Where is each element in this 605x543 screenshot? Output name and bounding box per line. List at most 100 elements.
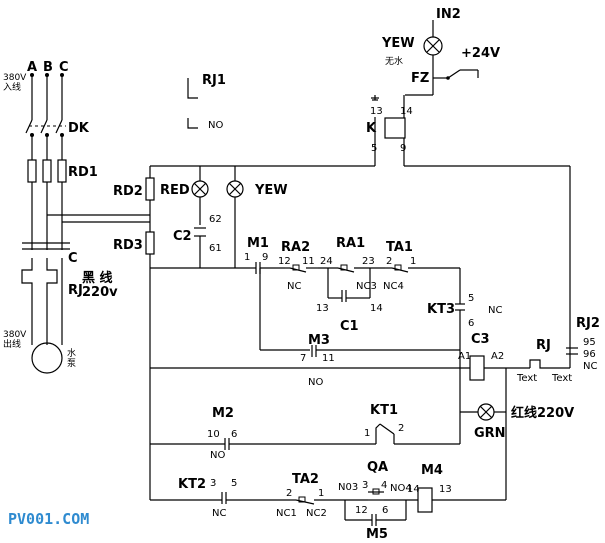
m3-7-label: 7 bbox=[300, 353, 306, 364]
m4-14-label: 14 bbox=[407, 484, 420, 495]
qa-4-label: 4 bbox=[381, 480, 387, 491]
phase-c-label: C bbox=[59, 60, 69, 75]
c3-label: C3 bbox=[471, 332, 490, 347]
rj2-nc-label: NC bbox=[583, 361, 597, 372]
black-wire-label: 黑 线 bbox=[82, 270, 113, 286]
kt1-label: KT1 bbox=[370, 403, 398, 418]
qa-3-label: 3 bbox=[362, 480, 368, 491]
ta1-2-label: 2 bbox=[386, 256, 392, 267]
kt3-5-label: 5 bbox=[468, 293, 474, 304]
rd3-label: RD3 bbox=[113, 238, 143, 253]
phase-b-label: B bbox=[43, 60, 53, 75]
k-label: K bbox=[366, 121, 377, 136]
m1-label: M1 bbox=[247, 236, 269, 251]
m4-13-label: 13 bbox=[439, 484, 452, 495]
ta1-nc4-label: NC4 bbox=[383, 281, 404, 292]
red-wire-label: 红线220V bbox=[511, 405, 574, 421]
c2-61-label: 61 bbox=[209, 243, 222, 254]
ta2-nc1-label: NC1 bbox=[276, 508, 297, 519]
a2-label: A2 bbox=[491, 351, 504, 362]
ta2-2-label: 2 bbox=[286, 488, 292, 499]
kt2-nc-label: NC bbox=[212, 508, 226, 519]
ra2-11-label: 11 bbox=[302, 256, 315, 267]
text1-label: Text bbox=[516, 373, 537, 384]
kt3-6-label: 6 bbox=[468, 318, 474, 329]
ta2-1-label: 1 bbox=[318, 488, 324, 499]
rj-small-label: RJ bbox=[536, 338, 551, 353]
rd2-label: RD2 bbox=[113, 184, 143, 199]
relay-section: RJ1 NO IN2 YEW 无水 +24V FZ 13 14 K 5 9 bbox=[187, 7, 571, 330]
rj2-label: RJ2 bbox=[576, 316, 600, 331]
pump-label: 水泵 bbox=[67, 347, 76, 369]
m2-6-label: 6 bbox=[231, 429, 237, 440]
rj1-label: RJ1 bbox=[202, 73, 226, 88]
fz-label: FZ bbox=[411, 71, 429, 86]
rj2-95-label: 95 bbox=[583, 337, 596, 348]
ra1-24-label: 24 bbox=[320, 256, 333, 267]
kt3-label: KT3 bbox=[427, 302, 455, 317]
c2-label: C2 bbox=[173, 229, 192, 244]
kt2-label: KT2 bbox=[178, 477, 206, 492]
in2-label: IN2 bbox=[436, 7, 461, 22]
m3-no-label: NO bbox=[308, 377, 323, 388]
m5-12-label: 12 bbox=[355, 505, 368, 516]
qa-label: QA bbox=[367, 460, 388, 475]
ta2-nc2-label: NC2 bbox=[306, 508, 327, 519]
ta2-label: TA2 bbox=[292, 472, 319, 487]
ra2-label: RA2 bbox=[281, 240, 310, 255]
c1-13-label: 13 bbox=[316, 303, 329, 314]
ra1-23-label: 23 bbox=[362, 256, 375, 267]
rj-main-label: RJ bbox=[68, 283, 83, 298]
yew-lamp-label: YEW bbox=[254, 183, 288, 198]
control-circuit: RD2 RD3 RED C2 62 61 YEW 黑 线 220v M1 1 9… bbox=[82, 165, 600, 542]
m5-label: M5 bbox=[366, 527, 388, 542]
qa-no3-label: N03 bbox=[338, 482, 358, 493]
rd1-label: RD1 bbox=[68, 165, 98, 180]
v220-label: 220v bbox=[82, 285, 118, 300]
kt2-3-label: 3 bbox=[210, 478, 216, 489]
v24-label: +24V bbox=[461, 46, 500, 61]
m5-6-label: 6 bbox=[382, 505, 388, 516]
rj1-no-label: NO bbox=[208, 120, 223, 131]
k14-label: 14 bbox=[400, 106, 413, 117]
phase-a-label: A bbox=[27, 60, 37, 75]
m2-label: M2 bbox=[212, 406, 234, 421]
grn-lamp-label: GRN bbox=[474, 426, 506, 441]
k5-label: 5 bbox=[371, 143, 377, 154]
ra1-nc3-label: NC3 bbox=[356, 281, 377, 292]
m2-10-label: 10 bbox=[207, 429, 220, 440]
m1-9-label: 9 bbox=[262, 252, 268, 263]
k9-label: 9 bbox=[400, 143, 406, 154]
m1-1-label: 1 bbox=[244, 252, 250, 263]
text2-label: Text bbox=[551, 373, 572, 384]
ra2-nc-label: NC bbox=[287, 281, 301, 292]
c1-label: C1 bbox=[340, 319, 359, 334]
kt1-2-label: 2 bbox=[398, 423, 404, 434]
kt3-nc-label: NC bbox=[488, 305, 502, 316]
dk-label: DK bbox=[68, 121, 90, 136]
m3-11-label: 11 bbox=[322, 353, 335, 364]
yew-top-label: YEW bbox=[381, 36, 415, 51]
rj2-96-label: 96 bbox=[583, 349, 596, 360]
red-lamp-label: RED bbox=[160, 183, 190, 198]
m3-label: M3 bbox=[308, 333, 330, 348]
c1-14-label: 14 bbox=[370, 303, 383, 314]
ra2-12-label: 12 bbox=[278, 256, 291, 267]
c2-62-label: 62 bbox=[209, 214, 222, 225]
m2-no-label: NO bbox=[210, 450, 225, 461]
watermark: PV001.COM bbox=[8, 510, 89, 528]
c-contactor-label: C bbox=[68, 251, 78, 266]
k13-label: 13 bbox=[370, 106, 383, 117]
qa-no4-label: NO4 bbox=[390, 483, 412, 494]
m4-label: M4 bbox=[421, 463, 443, 478]
kt2-5-label: 5 bbox=[231, 478, 237, 489]
kt1-1-label: 1 bbox=[364, 428, 370, 439]
a1-label: A1 bbox=[458, 351, 471, 362]
wushui-label: 无水 bbox=[385, 55, 403, 67]
ra1-label: RA1 bbox=[336, 236, 365, 251]
ta1-1-label: 1 bbox=[410, 256, 416, 267]
